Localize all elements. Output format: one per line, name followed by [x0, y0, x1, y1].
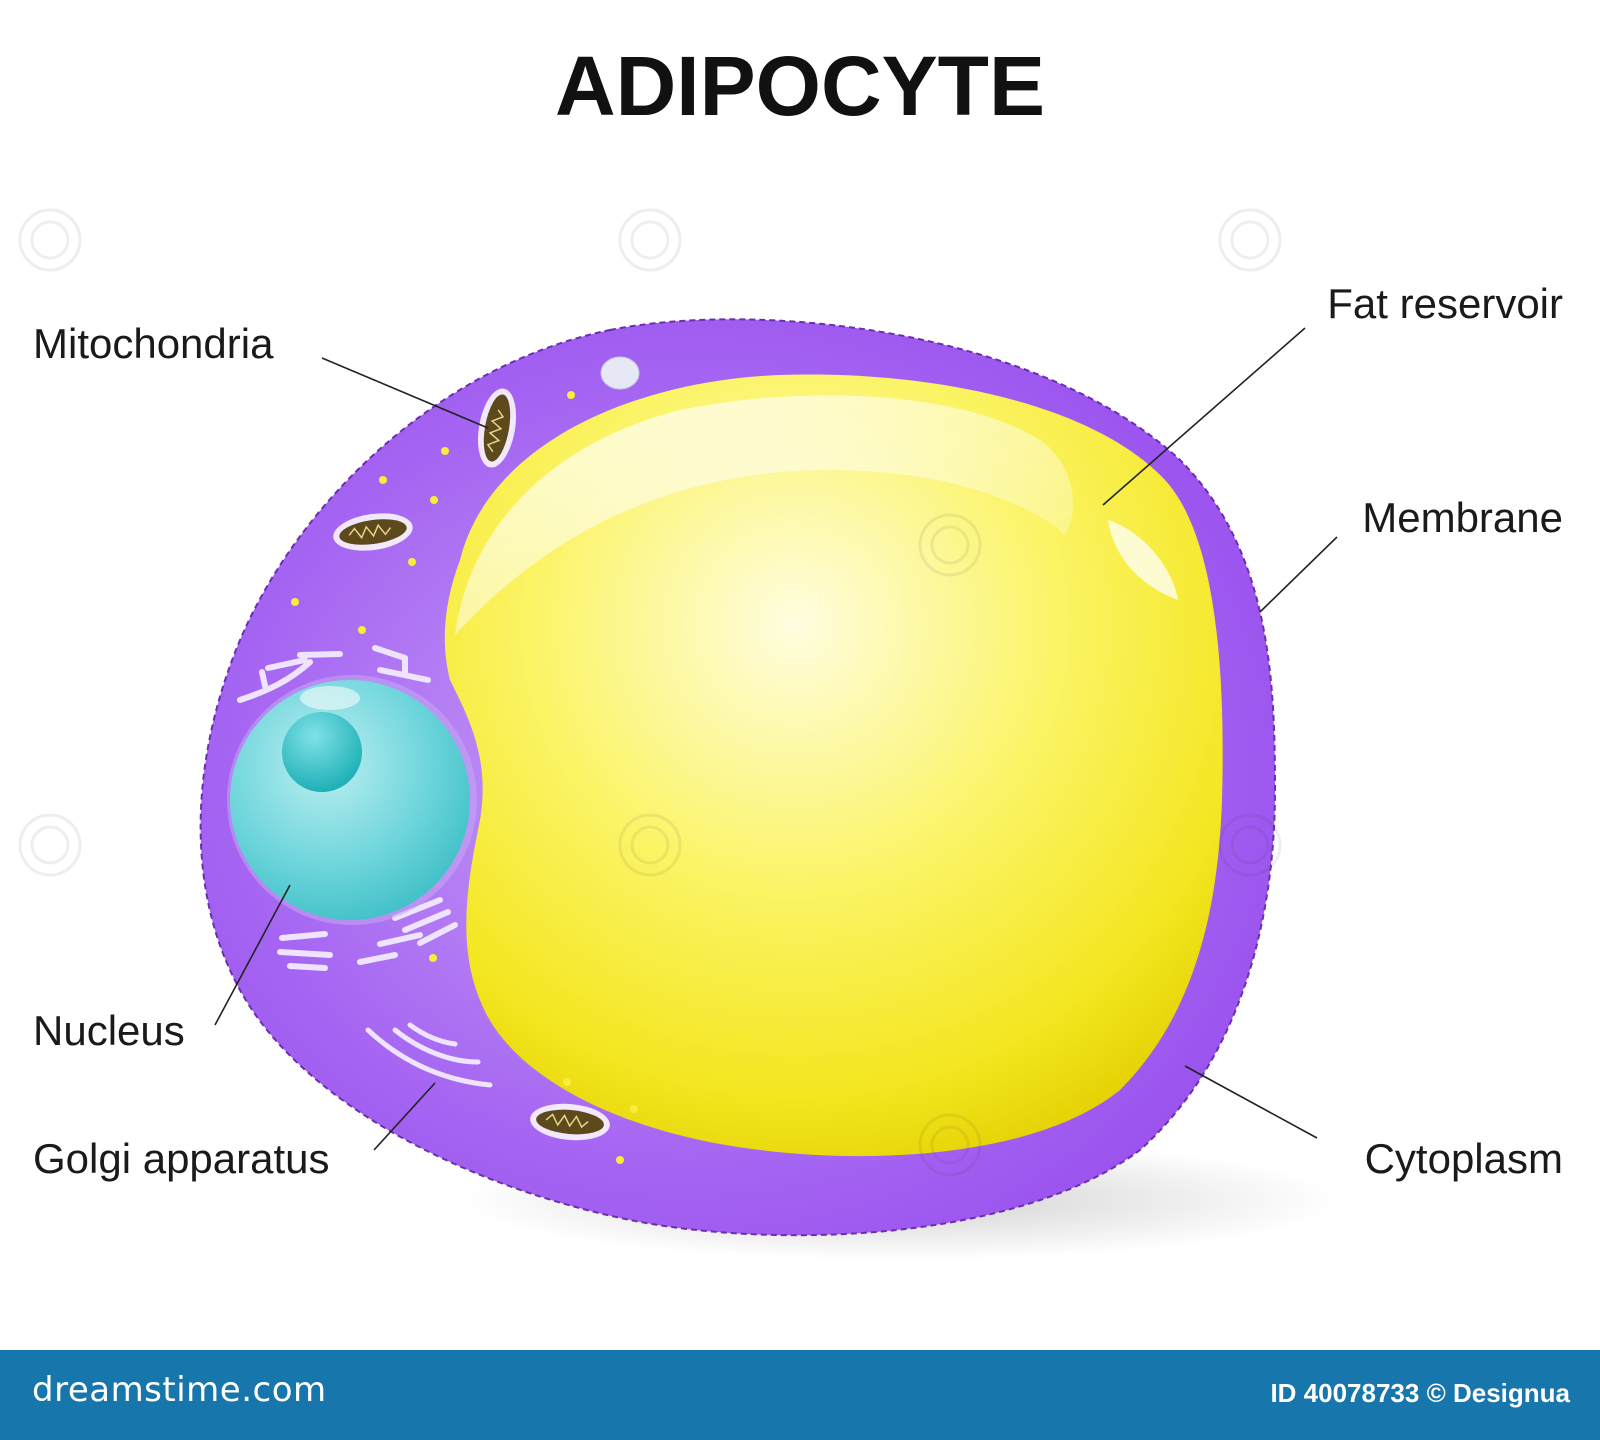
label-fat-reservoir: Fat reservoir — [1327, 280, 1563, 327]
cytoplasm-leader — [1184, 1065, 1318, 1139]
mitochondria-leader — [321, 357, 489, 429]
fat-reservoir — [444, 374, 1223, 1157]
fat-highlight-small — [1108, 520, 1178, 600]
endoplasmic-reticulum — [237, 645, 458, 971]
nucleolus — [282, 712, 362, 792]
label-mitochondria: Mitochondria — [33, 320, 274, 367]
fat-highlight — [455, 395, 1073, 635]
vesicle — [600, 356, 640, 390]
nucleus-leader — [214, 884, 291, 1026]
watermark — [18, 208, 1282, 1177]
cell-membrane — [199, 318, 1277, 1237]
label-nucleus: Nucleus — [33, 1007, 185, 1054]
adipocyte-diagram: ADIPOCYTE — [18, 39, 1563, 1260]
fat-reservoir-leader — [1102, 327, 1306, 506]
golgi-apparatus — [365, 1022, 493, 1088]
label-membrane: Membrane — [1362, 494, 1563, 541]
cytoplasm-granules — [291, 391, 638, 1164]
label-golgi-apparatus: Golgi apparatus — [33, 1135, 330, 1182]
diagram-title: ADIPOCYTE — [555, 39, 1045, 133]
footer-bar: dreamstime.com ID 40078733 © Designua — [0, 1350, 1600, 1440]
mitochondrion-top — [477, 388, 517, 468]
mitochondrion-bottom — [530, 1103, 610, 1141]
footer-image-id: ID 40078733 © Designua — [1270, 1378, 1570, 1408]
nucleus-body — [230, 680, 470, 920]
nucleus-shine — [300, 686, 360, 710]
mitochondrion-left — [333, 513, 413, 551]
golgi-leader — [373, 1082, 436, 1151]
label-cytoplasm: Cytoplasm — [1365, 1135, 1563, 1182]
footer-site-name: dreamstime.com — [32, 1370, 327, 1410]
membrane-leader — [1259, 536, 1338, 613]
